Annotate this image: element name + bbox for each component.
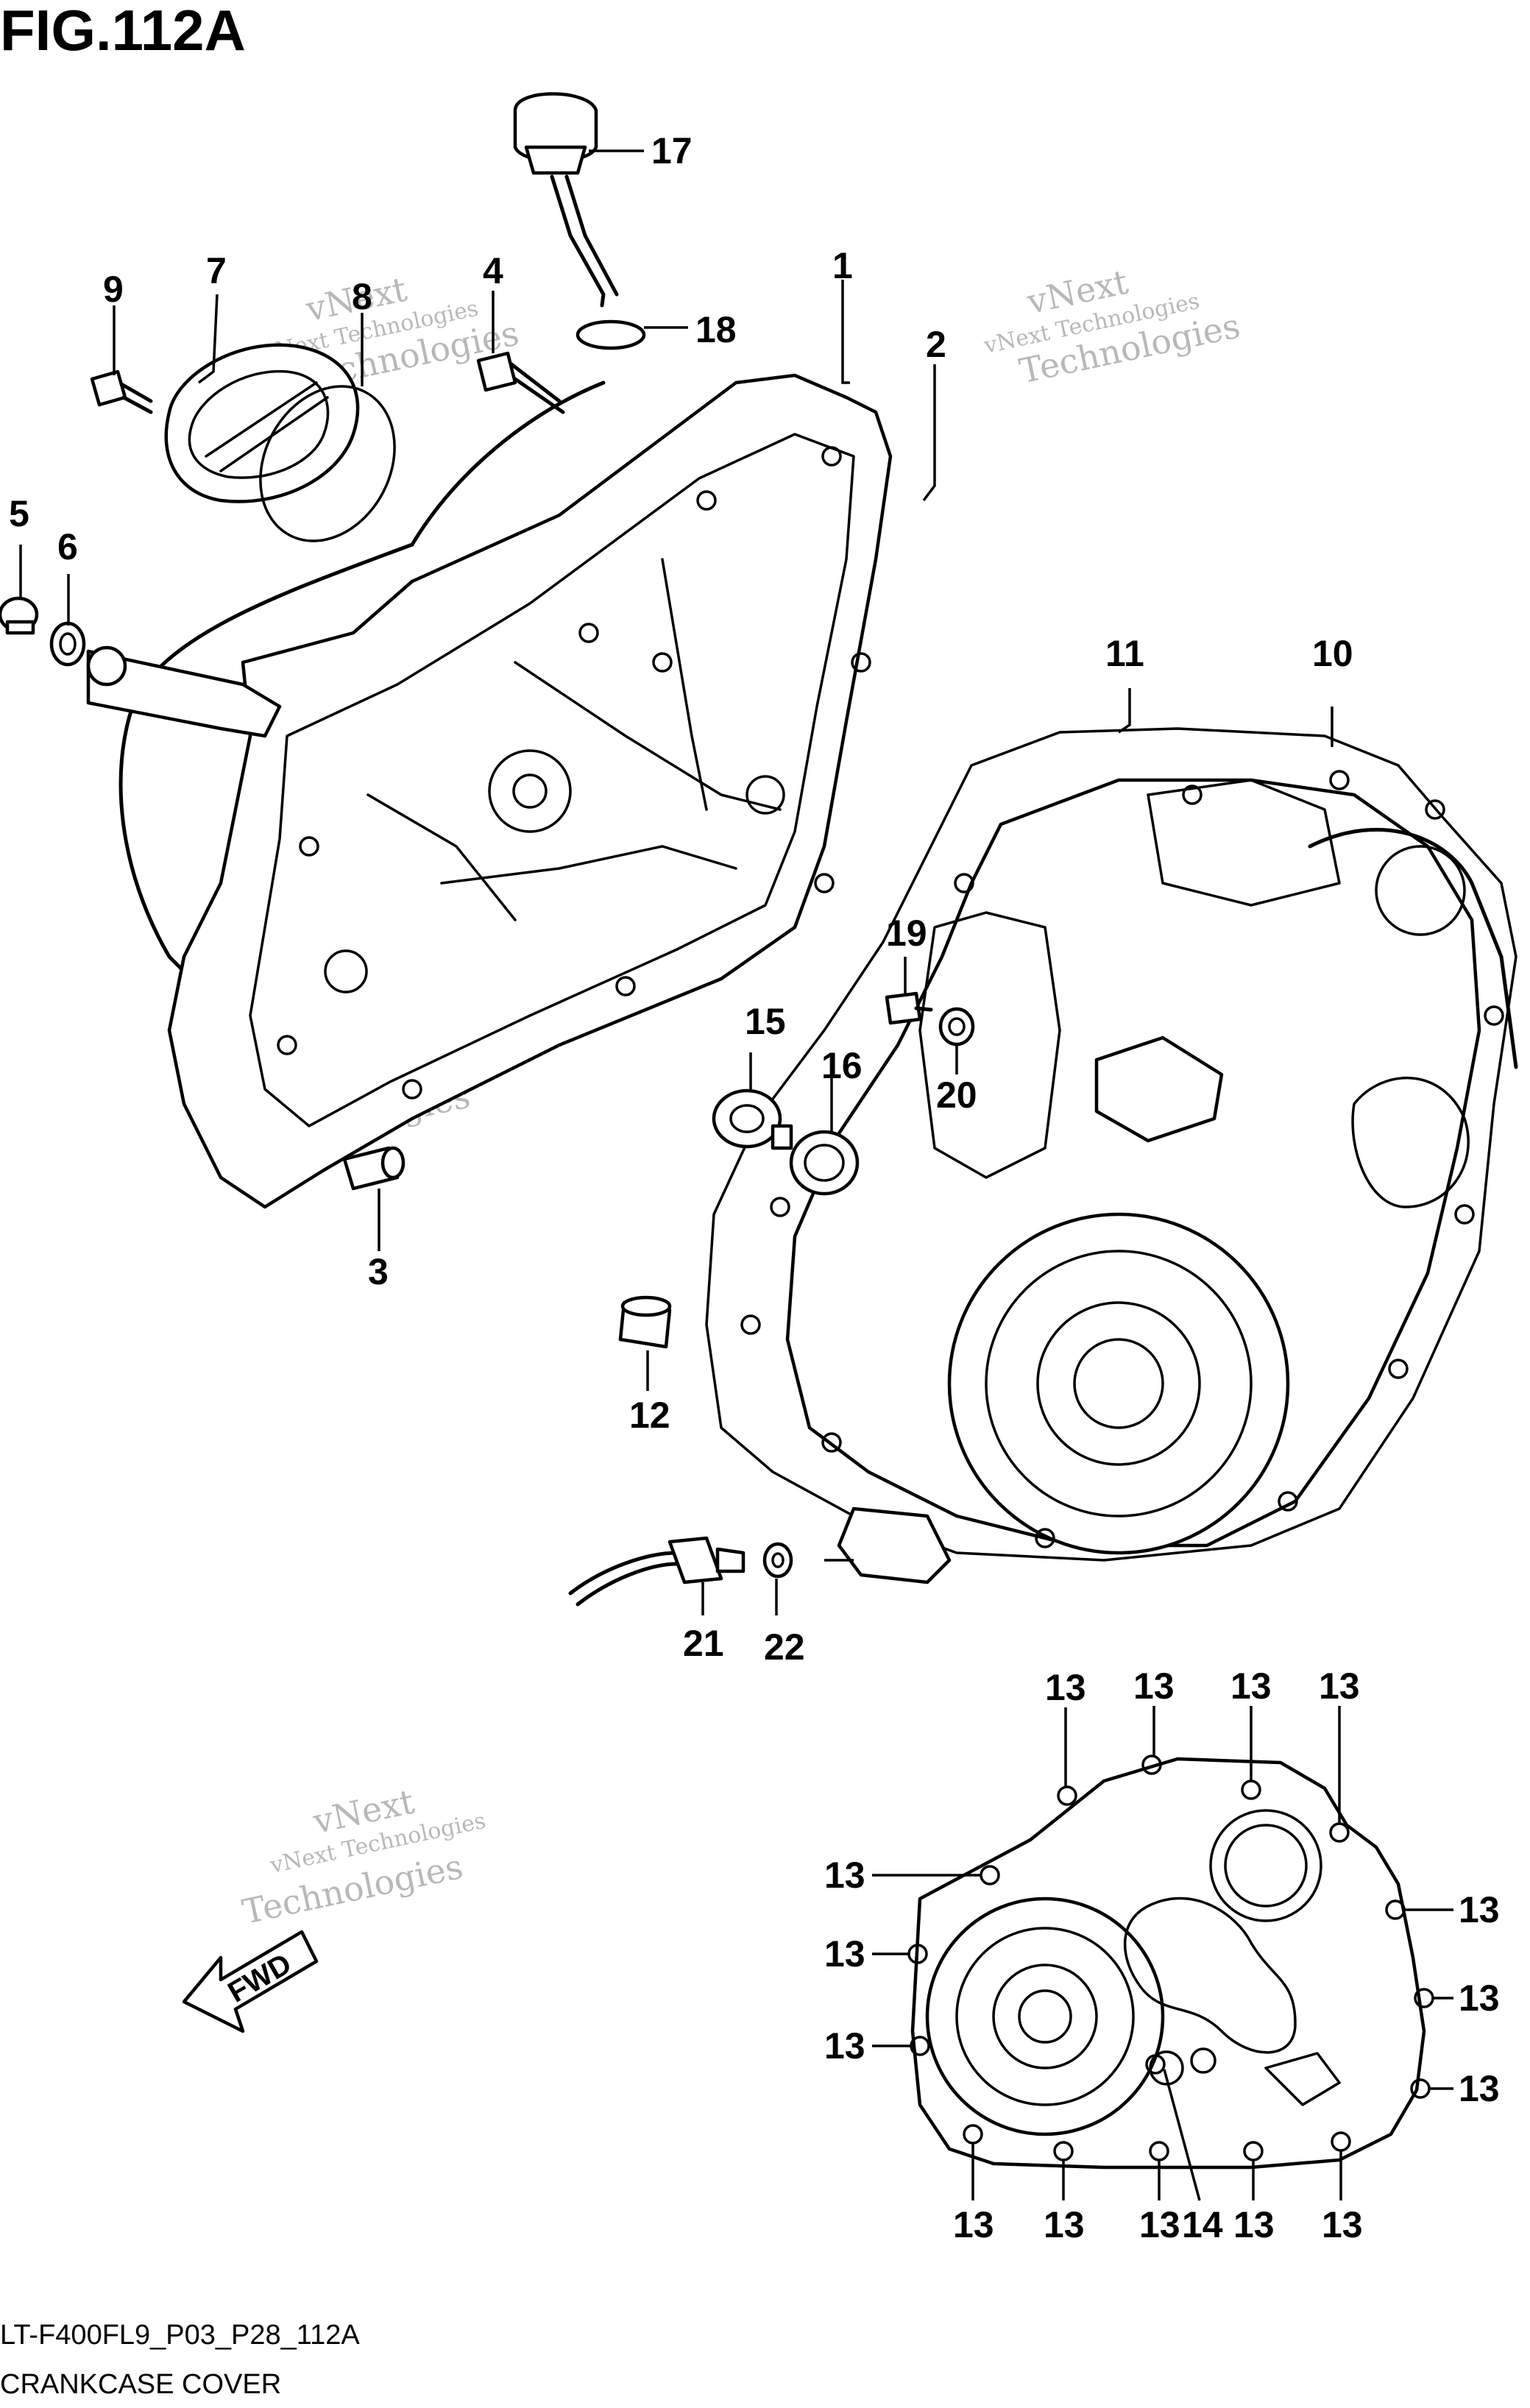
fwd-direction-arrow: FWD bbox=[182, 1930, 319, 2033]
washer-6 bbox=[49, 621, 86, 667]
oil-filler-cap-17 bbox=[513, 92, 619, 308]
callout-13-right-2: 13 bbox=[1459, 1977, 1500, 2019]
washer-22 bbox=[762, 1542, 793, 1579]
callout-13-top-3: 13 bbox=[1230, 1665, 1272, 1707]
callout-13-bottom-3: 13 bbox=[1139, 2204, 1180, 2245]
watermark-top-right: vNext Technologies vNext Technologies bbox=[981, 261, 1243, 391]
callout-13-bottom-4: 13 bbox=[1233, 2204, 1275, 2245]
plug-5 bbox=[0, 596, 39, 635]
bolt-19 bbox=[885, 991, 933, 1025]
callout-13-bottom-2: 13 bbox=[1044, 2204, 1085, 2245]
sensor-21 bbox=[568, 1536, 745, 1607]
washer-20 bbox=[938, 1007, 975, 1047]
inset-cover-front-view bbox=[907, 1754, 1434, 2170]
dowel-pin-12 bbox=[618, 1295, 672, 1349]
callout-4: 4 bbox=[483, 250, 503, 291]
callout-13-top-4: 13 bbox=[1319, 1665, 1360, 1707]
bolt-4 bbox=[476, 351, 565, 414]
callout-15: 15 bbox=[745, 1001, 786, 1042]
callout-9: 9 bbox=[103, 269, 124, 310]
callout-20: 20 bbox=[936, 1074, 977, 1116]
callout-6: 6 bbox=[57, 526, 78, 567]
callout-13-right-1: 13 bbox=[1459, 1889, 1500, 1930]
callout-3: 3 bbox=[368, 1251, 389, 1292]
callout-19: 19 bbox=[886, 913, 927, 954]
callout-7: 7 bbox=[206, 250, 227, 291]
bolt-9 bbox=[90, 369, 153, 414]
callout-22: 22 bbox=[764, 1626, 805, 1668]
callout-13-bottom-1: 13 bbox=[953, 2204, 994, 2245]
crankcase-cover-left bbox=[86, 373, 893, 1209]
callout-labels: 1 2 4 7 8 9 5 6 17 18 3 11 10 19 15 16 2… bbox=[9, 130, 1500, 2245]
callout-13-left-1: 13 bbox=[824, 1855, 865, 1896]
callout-11: 11 bbox=[1105, 633, 1144, 674]
callout-10: 10 bbox=[1312, 633, 1353, 674]
seal-16 bbox=[789, 1130, 860, 1196]
callout-21: 21 bbox=[683, 1623, 724, 1664]
callout-13-bottom-5: 13 bbox=[1322, 2204, 1363, 2245]
gasket-8 bbox=[259, 385, 396, 542]
callout-14: 14 bbox=[1182, 2204, 1223, 2245]
callout-13-left-3: 13 bbox=[824, 2025, 865, 2067]
callout-13-left-2: 13 bbox=[824, 1933, 865, 1975]
figure-name: CRANKCASE COVER bbox=[0, 2369, 281, 2400]
figure-title: FIG.112A bbox=[0, 0, 246, 63]
leader-lines bbox=[19, 149, 1453, 2201]
callout-12: 12 bbox=[629, 1395, 670, 1436]
callout-18: 18 bbox=[695, 309, 737, 350]
dowel-pin-3 bbox=[342, 1146, 405, 1191]
callout-2: 2 bbox=[926, 324, 946, 365]
callout-8: 8 bbox=[352, 276, 372, 317]
callout-13-top-1: 13 bbox=[1045, 1667, 1086, 1708]
callout-13-top-2: 13 bbox=[1133, 1665, 1175, 1707]
watermark-bottom-left: vNext Technologies vNext Technologies bbox=[239, 1781, 489, 1931]
callout-16: 16 bbox=[821, 1045, 863, 1086]
callout-13-right-3: 13 bbox=[1459, 2068, 1500, 2109]
cover-plate-7 bbox=[164, 343, 360, 503]
o-ring-18 bbox=[575, 319, 646, 350]
callout-1: 1 bbox=[832, 245, 853, 286]
crankcase-cover-right bbox=[705, 727, 1518, 1584]
callout-17: 17 bbox=[651, 130, 693, 171]
callout-5: 5 bbox=[9, 493, 29, 534]
plug-15 bbox=[712, 1088, 793, 1150]
figure-code: LT-F400FL9_P03_P28_112A bbox=[0, 2320, 360, 2351]
